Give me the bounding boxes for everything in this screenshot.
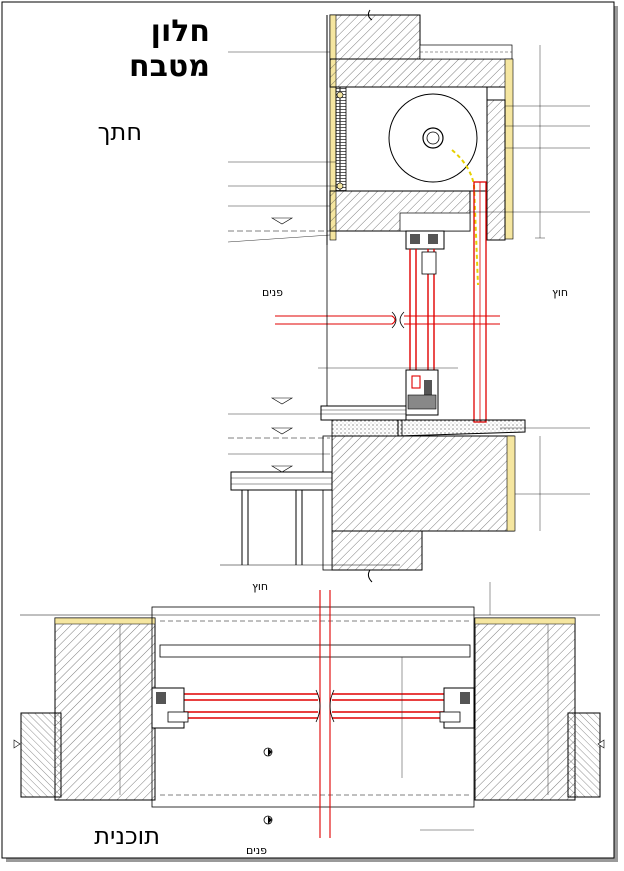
lower-wall [331,435,515,532]
drawing-title: חלון מטבח [129,14,210,84]
plan-left-wall [54,617,156,801]
plan-drawing [13,582,605,838]
outside-label-section: חוץ [552,286,569,299]
section-drawing [220,9,590,583]
section-view-label: חתך [97,118,142,146]
outside-label-plan: חוץ [252,580,269,593]
inside-label-plan: פנים [246,844,268,857]
inner-sill [320,405,407,421]
outer-column [486,99,506,241]
inside-label-section: פנים [262,286,284,299]
plan-view-label: תוכנית [94,822,160,850]
counter [230,471,333,491]
upper-wall [329,14,421,60]
lintel-beam [329,58,513,88]
plan-right-wall [474,617,576,801]
